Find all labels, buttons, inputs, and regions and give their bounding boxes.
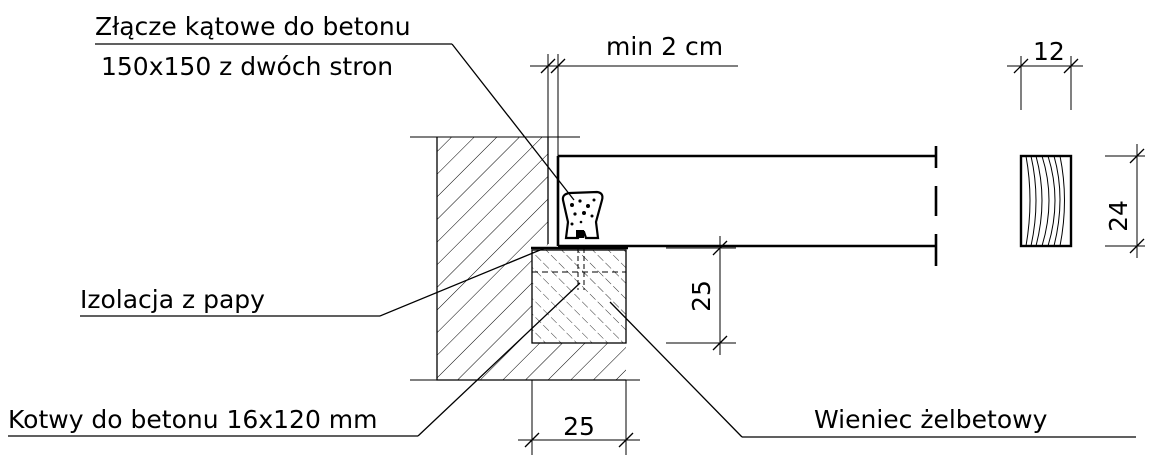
- dimension-ring-beam-height: 25: [666, 236, 736, 355]
- ring-beam-label: Wieniec żelbetowy: [814, 405, 1048, 434]
- angle-connector: [561, 190, 604, 240]
- anchors-label: Kotwy do betonu 16x120 mm: [8, 405, 378, 434]
- label-insulation: Izolacja z papy: [80, 247, 546, 317]
- label-connector: Złącze kątowe do betonu 150x150 z dwóch …: [95, 12, 575, 201]
- dimension-beam-width-label: 12: [1033, 37, 1065, 66]
- timber-beam-side: [556, 146, 938, 266]
- dimension-ring-beam-height-label: 25: [687, 280, 716, 312]
- dimension-beam-height-label: 24: [1104, 200, 1133, 232]
- dimension-gap-label: min 2 cm: [606, 32, 723, 61]
- label-ring-beam: Wieniec żelbetowy: [609, 301, 1136, 438]
- connector-label-line1: Złącze kątowe do betonu: [95, 12, 411, 41]
- anchor-bolt: [577, 248, 585, 290]
- dimension-ring-beam-width: 25: [518, 380, 640, 455]
- ring-beam: [531, 249, 627, 344]
- connector-label-line2: 150x150 z dwóch stron: [101, 52, 393, 81]
- dimension-gap: min 2 cm: [530, 32, 738, 160]
- insulation-label: Izolacja z papy: [80, 285, 265, 314]
- label-anchors: Kotwy do betonu 16x120 mm: [8, 282, 581, 437]
- dimension-beam-width: 12: [1007, 37, 1083, 110]
- dimension-ring-beam-width-label: 25: [563, 412, 595, 441]
- timber-beam-section: [1019, 154, 1073, 248]
- dimension-beam-height: 24: [1104, 144, 1145, 258]
